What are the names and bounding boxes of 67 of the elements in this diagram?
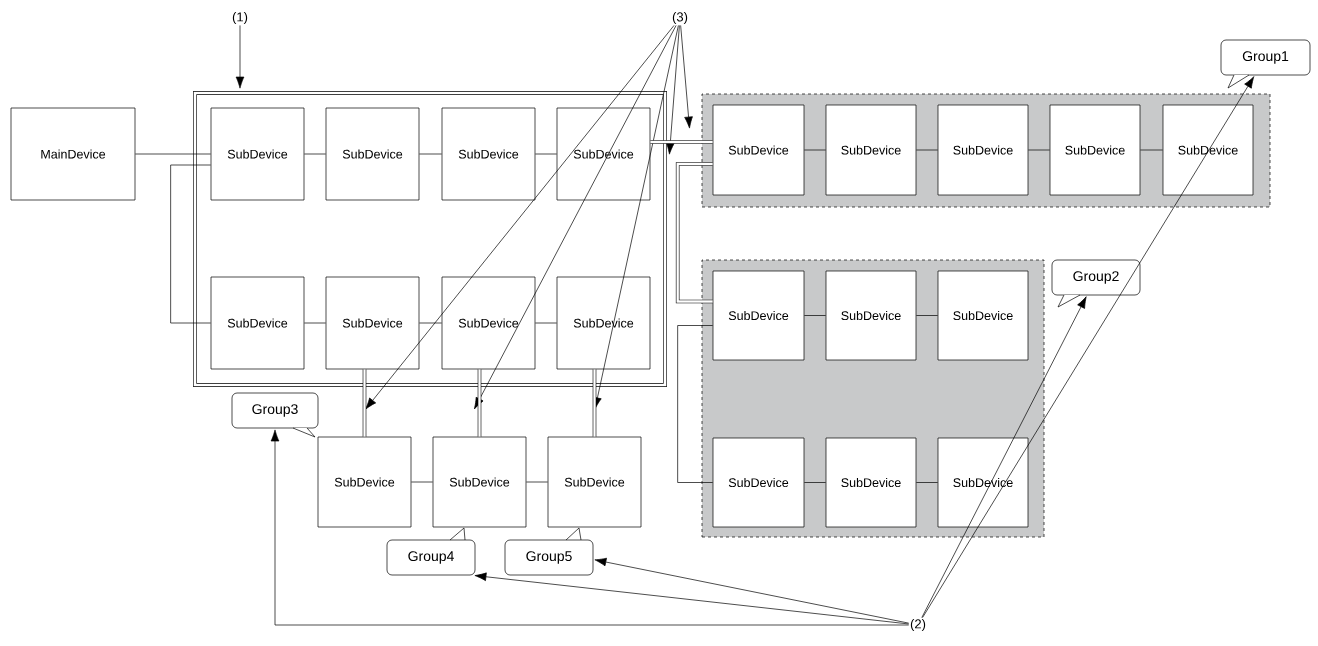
device-box: SubDevice [210, 107, 305, 201]
device-box: SubDevice [825, 104, 917, 196]
connection-line [170, 164, 211, 324]
connection-line [804, 315, 826, 316]
connection-line [916, 315, 938, 316]
device-box: SubDevice [441, 107, 536, 201]
device-box: SubDevice [712, 270, 805, 361]
device-box: SubDevice [1162, 104, 1254, 196]
connection-line [1140, 149, 1163, 151]
leader-line [474, 572, 910, 625]
connection-line [411, 481, 433, 483]
device-box: SubDevice [825, 437, 917, 528]
connection-line [135, 153, 211, 155]
device-box: SubDevice [556, 107, 651, 201]
connection-line [535, 322, 557, 324]
device-box: SubDevice [712, 437, 805, 528]
connection-line [916, 482, 938, 483]
device-box: SubDevice [547, 436, 642, 528]
leader-line [922, 76, 1255, 618]
connection-line [916, 149, 938, 151]
speech-callout: Group1 [1220, 39, 1311, 89]
device-box: SubDevice [441, 276, 536, 370]
device-box: SubDevice [937, 270, 1029, 361]
connection-line [677, 325, 713, 483]
device-box: SubDevice [325, 276, 420, 370]
device-box: SubDevice [325, 107, 420, 201]
leader-line [666, 25, 680, 155]
device-box: MainDevice [10, 107, 136, 201]
callout-number: (3) [672, 11, 688, 25]
leader-line [235, 25, 245, 89]
connection-line [419, 322, 442, 324]
double-frame [193, 91, 667, 387]
callout-number: (2) [910, 618, 926, 632]
connection-line [675, 162, 713, 304]
speech-callout: Group2 [1051, 259, 1141, 308]
leader-line [594, 557, 910, 624]
speech-callout: Group3 [231, 392, 319, 438]
device-box: SubDevice [317, 436, 412, 528]
speech-callout: Group4 [386, 527, 476, 576]
connection-line [304, 322, 326, 324]
leader-line [474, 25, 677, 410]
callout-number: (1) [232, 11, 248, 25]
device-box: SubDevice [1049, 104, 1141, 196]
device-box: SubDevice [432, 436, 527, 528]
connection-line [477, 369, 482, 437]
connection-line [304, 153, 326, 155]
connection-line [419, 153, 442, 155]
connection-line [650, 140, 713, 144]
connection-line [1028, 149, 1050, 151]
leader-line [365, 25, 675, 410]
leader-line [593, 25, 679, 410]
device-box: SubDevice [937, 104, 1029, 196]
leader-line [680, 25, 693, 129]
leader-line [270, 429, 910, 626]
device-box: SubDevice [937, 437, 1029, 528]
connection-line [526, 481, 548, 483]
device-box: SubDevice [712, 104, 805, 196]
connection-line [804, 149, 826, 151]
speech-callout: Group5 [504, 527, 594, 576]
connection-line [535, 153, 557, 155]
device-box: SubDevice [210, 276, 305, 370]
connection-line [592, 369, 597, 437]
leader-line [921, 296, 1087, 618]
connection-line [804, 482, 826, 483]
device-box: SubDevice [556, 276, 651, 370]
connection-line [362, 369, 367, 437]
device-box: SubDevice [825, 270, 917, 361]
